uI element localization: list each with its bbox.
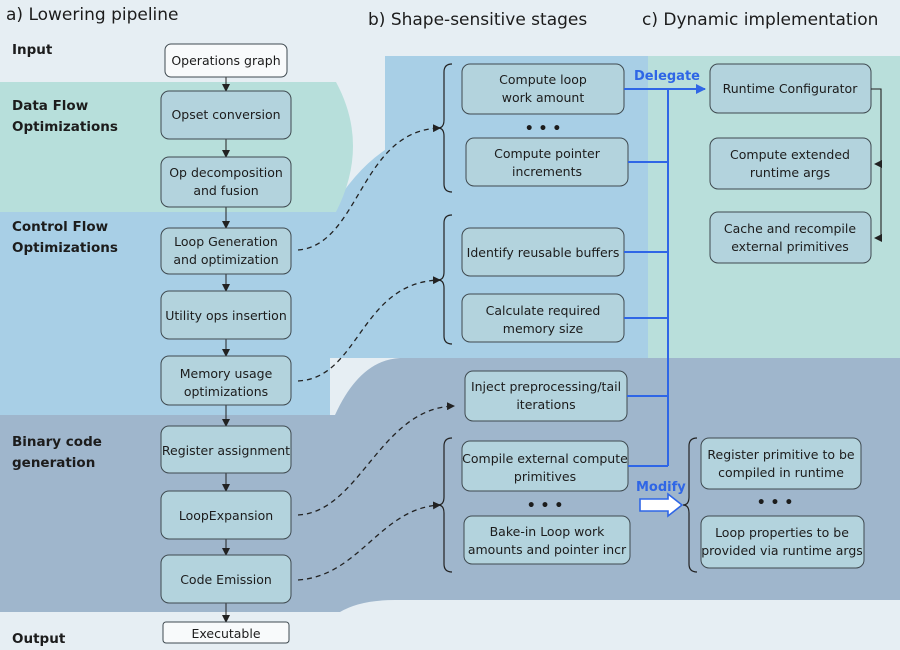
svg-text:Executable: Executable: [191, 626, 260, 641]
delegate-connectors: [624, 84, 706, 467]
svg-text:Runtime Configurator: Runtime Configurator: [723, 81, 859, 96]
pipeline-node-operations-graph: Operations graph: [164, 43, 288, 78]
pipeline-node-opset-conversion: Opset conversion: [160, 90, 292, 140]
dynamic-ellipsis: • • •: [757, 495, 794, 511]
heading-shape-sensitive-stages: b) Shape-sensitive stages: [368, 10, 587, 30]
section-output: Output: [12, 631, 66, 647]
dynamic-runtime-configurator: Runtime Configurator: [709, 63, 872, 114]
dashed-connectors: [297, 124, 455, 581]
svg-text:Identify reusable buffers: Identify reusable buffers: [467, 245, 620, 260]
pipeline-node-code-emission: Code Emission: [160, 554, 292, 604]
svg-text:Register assignment: Register assignment: [162, 443, 290, 458]
dynamic-connectors: [871, 88, 882, 242]
pipeline-node-executable: Executable: [162, 621, 290, 644]
heading-dynamic-implementation: c) Dynamic implementation: [642, 10, 878, 30]
pipeline-node-loop-expansion: LoopExpansion: [160, 490, 292, 540]
section-binary-code: Binary code generation: [12, 434, 107, 471]
section-input: Input: [12, 42, 53, 58]
pipeline-node-register-assignment: Register assignment: [160, 425, 292, 474]
svg-text:Operations graph: Operations graph: [171, 53, 280, 68]
stage-ellipsis-2: • • •: [527, 498, 564, 514]
stage-identify-buffers: Identify reusable buffers: [461, 227, 625, 277]
heading-lowering-pipeline: a) Lowering pipeline: [6, 5, 179, 25]
delegate-label: Delegate: [634, 69, 700, 84]
svg-text:Code Emission: Code Emission: [180, 572, 272, 587]
svg-text:Utility ops insertion: Utility ops insertion: [165, 308, 287, 323]
svg-text:LoopExpansion: LoopExpansion: [179, 508, 273, 523]
section-control-flow: Control Flow Optimizations: [12, 219, 118, 256]
modify-arrow: [639, 492, 684, 518]
pipeline-node-utility-ops: Utility ops insertion: [160, 290, 292, 340]
svg-text:Opset conversion: Opset conversion: [171, 107, 280, 122]
stage-ellipsis-1: • • •: [525, 121, 562, 137]
modify-label: Modify: [636, 480, 686, 495]
section-data-flow: Data Flow Optimizations: [12, 98, 118, 135]
